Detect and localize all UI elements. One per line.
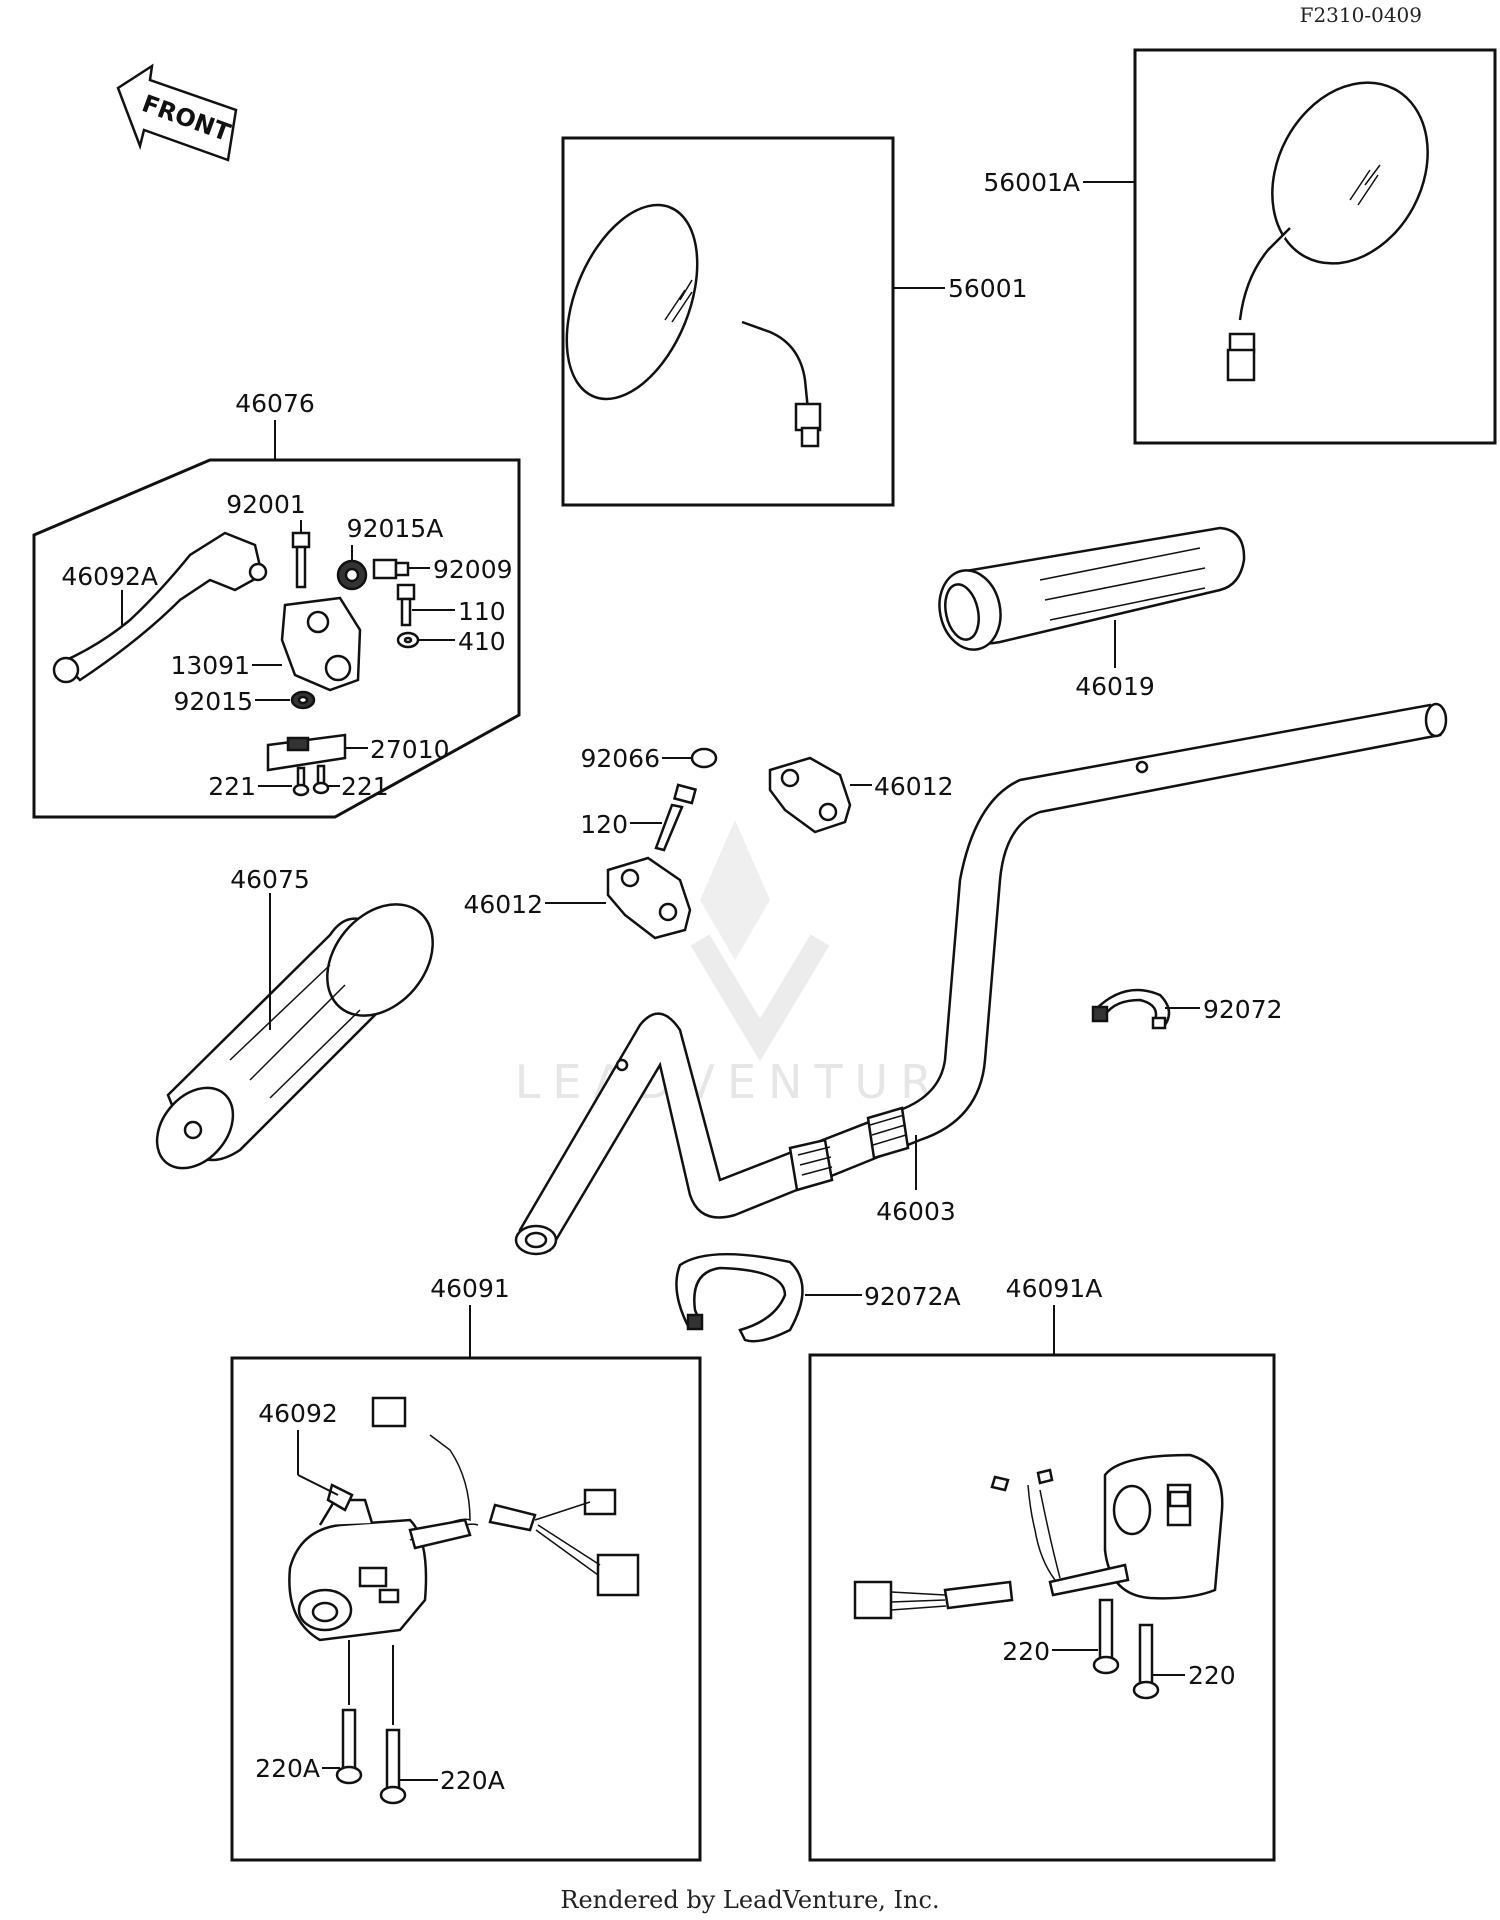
label-110: 110 xyxy=(458,597,506,626)
label-46091A: 46091A xyxy=(1006,1274,1103,1303)
bolt-92001 xyxy=(291,531,311,589)
mirror-56001A-box xyxy=(1133,48,1497,445)
grip-46075 xyxy=(155,903,434,1170)
screws-221 xyxy=(292,764,330,797)
label-56001A: 56001A xyxy=(983,168,1080,197)
diagram-code: F2310-0409 xyxy=(1300,3,1422,27)
footer-credit: Rendered by LeadVenture, Inc. xyxy=(560,1886,939,1914)
label-120: 120 xyxy=(580,810,628,839)
label-46091: 46091 xyxy=(430,1274,510,1303)
nut-92015 xyxy=(290,690,316,710)
bolt-110 xyxy=(396,583,416,627)
front-arrow-icon: FRONT xyxy=(116,63,238,162)
label-92015A: 92015A xyxy=(347,514,444,543)
label-220-left: 220 xyxy=(1002,1637,1050,1666)
switch-housing-left xyxy=(288,1498,428,1642)
watermark-text: LEADVENTURE xyxy=(515,1055,986,1109)
label-46012-top: 46012 xyxy=(874,772,954,801)
grip-46019 xyxy=(938,526,1246,651)
holder-46012-top xyxy=(768,756,852,834)
label-46012-bottom: 46012 xyxy=(463,890,543,919)
washer-410 xyxy=(396,631,420,649)
label-92066: 92066 xyxy=(580,744,660,773)
wiring-left xyxy=(326,1396,640,1597)
switch-27010 xyxy=(266,733,347,772)
switch-46091A-box xyxy=(808,1353,1276,1862)
label-46003: 46003 xyxy=(876,1197,956,1226)
switch-housing-right xyxy=(1103,1453,1224,1600)
cap-92066 xyxy=(690,747,718,769)
mirror-56001 xyxy=(565,203,822,448)
handlebar-46003 xyxy=(514,702,1448,1256)
clamp-92072 xyxy=(1091,988,1171,1030)
label-410: 410 xyxy=(458,627,506,656)
screw-92009 xyxy=(372,558,410,580)
label-92009: 92009 xyxy=(433,555,513,584)
screws-220A xyxy=(335,1708,407,1805)
label-220-right: 220 xyxy=(1188,1661,1236,1690)
screws-220 xyxy=(1092,1598,1160,1700)
mirror-56001A xyxy=(1226,81,1429,382)
clutch-lever xyxy=(52,531,268,684)
watermark: LEADVENTURE xyxy=(515,820,986,1109)
wiring-right xyxy=(853,1468,1130,1620)
mirror-56001-box xyxy=(561,136,895,507)
holder-46012-bottom xyxy=(606,856,692,940)
label-92015: 92015 xyxy=(173,687,253,716)
label-13091: 13091 xyxy=(170,651,250,680)
label-92072A: 92072A xyxy=(864,1282,961,1311)
lever-holder xyxy=(280,596,362,692)
label-220A-left: 220A xyxy=(255,1754,320,1783)
adjuster-92015A xyxy=(336,559,368,591)
switch-46091-box xyxy=(230,1356,702,1862)
band-92072A xyxy=(675,1252,804,1343)
bolt-120 xyxy=(654,783,698,852)
label-220A-right: 220A xyxy=(440,1766,505,1795)
label-92001: 92001 xyxy=(226,490,306,519)
label-56001: 56001 xyxy=(948,274,1028,303)
label-46019: 46019 xyxy=(1075,672,1155,701)
label-46092: 46092 xyxy=(258,1399,338,1428)
label-221-left: 221 xyxy=(208,772,256,801)
label-27010: 27010 xyxy=(370,735,450,764)
label-92072: 92072 xyxy=(1203,995,1283,1024)
label-46076: 46076 xyxy=(235,389,315,418)
label-46092A: 46092A xyxy=(61,562,158,591)
label-221-right: 221 xyxy=(341,772,389,801)
lever-assembly-box xyxy=(32,458,521,819)
label-46075: 46075 xyxy=(230,865,310,894)
